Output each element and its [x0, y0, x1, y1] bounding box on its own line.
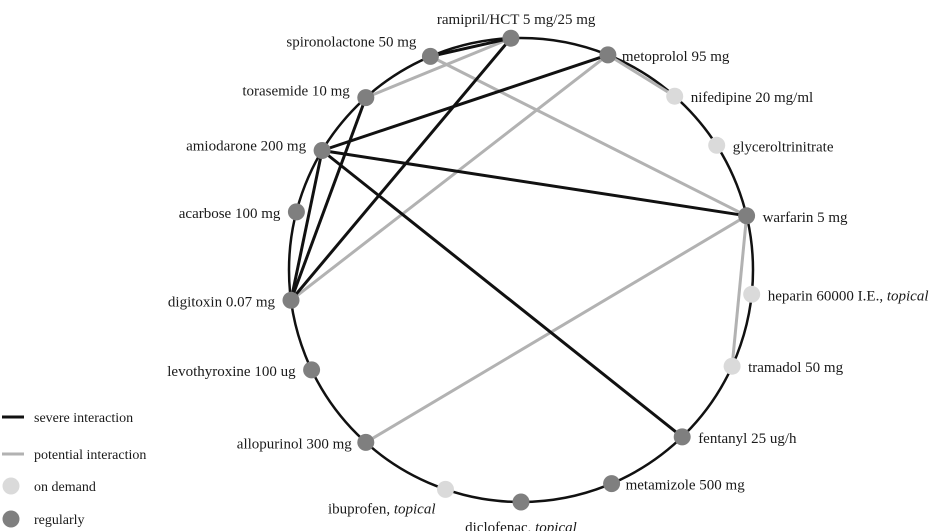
legend-regularly-label: regularly — [34, 513, 85, 528]
node-ramipril — [502, 29, 520, 47]
node-tramadol — [723, 357, 741, 375]
label-spironolactone: spironolactone 50 mg — [286, 34, 416, 50]
interaction-metoprolol-nifedipine — [607, 53, 676, 98]
interaction-ramipril-spironolactone — [430, 36, 512, 58]
node-metoprolol — [599, 46, 617, 64]
node-fentanyl — [673, 428, 691, 446]
node-diclofenac — [512, 493, 530, 511]
node-digitoxin — [282, 291, 300, 309]
label-glyceroltrinitrate: glyceroltrinitrate — [733, 139, 834, 155]
node-heparin — [743, 285, 761, 303]
node-acarbose — [287, 203, 305, 221]
node-allopurinol — [357, 433, 375, 451]
node-amiodarone — [313, 142, 331, 159]
node-torasemide — [357, 89, 375, 107]
node-levothyroxine — [303, 361, 321, 379]
label-torasemide: torasemide 10 mg — [242, 84, 350, 100]
interaction-spironolactone-warfarin — [429, 55, 748, 218]
label-fentanyl: fentanyl 25 ug/h — [698, 431, 797, 447]
drug-labels: ramipril/HCT 5 mg/25 mg metoprolol 95 mg n… — [167, 12, 928, 531]
interaction-metoprolol-digitoxin — [290, 53, 609, 302]
node-spironolactone — [421, 47, 439, 65]
interaction-metoprolol-amiodarone — [321, 53, 609, 152]
drug-nodes — [282, 29, 761, 511]
label-warfarin: warfarin 5 mg — [763, 210, 848, 226]
label-diclofenac: diclofenac, topical — [465, 520, 577, 531]
node-nifedipine — [666, 87, 684, 105]
node-ibuprofen — [437, 480, 454, 498]
label-nifedipine: nifedipine 20 mg/ml — [691, 90, 813, 106]
node-warfarin — [738, 207, 756, 225]
legend: severe interaction potential interaction… — [2, 411, 146, 528]
interaction-warfarin-tramadol — [730, 215, 749, 367]
node-metamizole — [603, 475, 621, 493]
label-tramadol: tramadol 50 mg — [748, 360, 843, 376]
interaction-warfarin-allopurinol — [365, 214, 748, 444]
interaction-amiodarone-warfarin — [321, 149, 747, 218]
legend-on-demand-swatch — [2, 477, 20, 495]
legend-potential-label: potential interaction — [34, 448, 146, 463]
label-metoprolol: metoprolol 95 mg — [622, 49, 730, 65]
interaction-amiodarone-fentanyl — [321, 149, 684, 439]
label-levothyroxine: levothyroxine 100 ug — [167, 364, 296, 380]
interaction-amiodarone-digitoxin — [289, 150, 324, 301]
label-amiodarone: amiodarone 200 mg — [186, 139, 306, 155]
label-heparin: heparin 60000 I.E., topical — [768, 288, 929, 304]
label-metamizole: metamizole 500 mg — [626, 478, 746, 494]
legend-severe-label: severe interaction — [34, 411, 133, 426]
label-acarbose: acarbose 100 mg — [179, 206, 281, 222]
label-digitoxin: digitoxin 0.07 mg — [168, 294, 276, 310]
label-ibuprofen: ibuprofen, topical — [328, 501, 436, 517]
legend-on-demand-label: on demand — [34, 480, 96, 495]
interaction-edges — [289, 36, 749, 444]
interaction-torasemide-digitoxin — [289, 97, 368, 301]
node-glyceroltrinitrate — [708, 136, 726, 154]
label-allopurinol: allopurinol 300 mg — [237, 436, 352, 452]
interaction-ramipril-torasemide — [365, 36, 512, 99]
legend-regularly-swatch — [2, 510, 20, 528]
label-ramipril: ramipril/HCT 5 mg/25 mg — [437, 12, 596, 28]
interaction-ramipril-digitoxin — [289, 37, 513, 302]
